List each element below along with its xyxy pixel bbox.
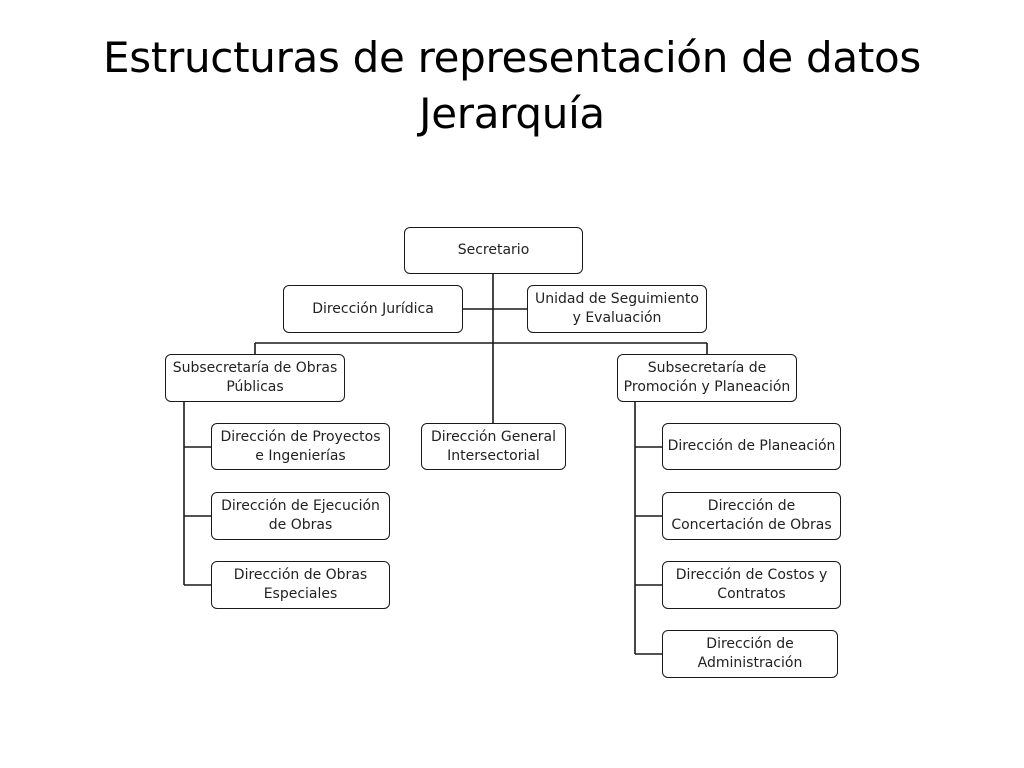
node-direccion-costos: Dirección de Costos y Contratos bbox=[662, 561, 841, 609]
node-direccion-general-intersectorial: Dirección General Intersectorial bbox=[421, 423, 566, 470]
node-direccion-juridica: Dirección Jurídica bbox=[283, 285, 463, 333]
title-line-1: Estructuras de representación de datos bbox=[103, 33, 921, 82]
node-subsecretaria-promocion: Subsecretaría de Promoción y Planeación bbox=[617, 354, 797, 402]
node-subsecretaria-obras-publicas: Subsecretaría de Obras Públicas bbox=[165, 354, 345, 402]
node-secretario: Secretario bbox=[404, 227, 583, 274]
node-direccion-obras-especiales: Dirección de Obras Especiales bbox=[211, 561, 390, 609]
node-direccion-proyectos: Dirección de Proyectos e Ingenierías bbox=[211, 423, 390, 470]
node-direccion-ejecucion: Dirección de Ejecución de Obras bbox=[211, 492, 390, 540]
node-direccion-administracion: Dirección de Administración bbox=[662, 630, 838, 678]
node-unidad-seguimiento: Unidad de Seguimiento y Evaluación bbox=[527, 285, 707, 333]
node-direccion-concertacion: Dirección de Concertación de Obras bbox=[662, 492, 841, 540]
slide-title: Estructuras de representación de datos J… bbox=[0, 30, 1024, 142]
title-line-2: Jerarquía bbox=[419, 89, 605, 138]
node-direccion-planeacion: Dirección de Planeación bbox=[662, 423, 841, 470]
